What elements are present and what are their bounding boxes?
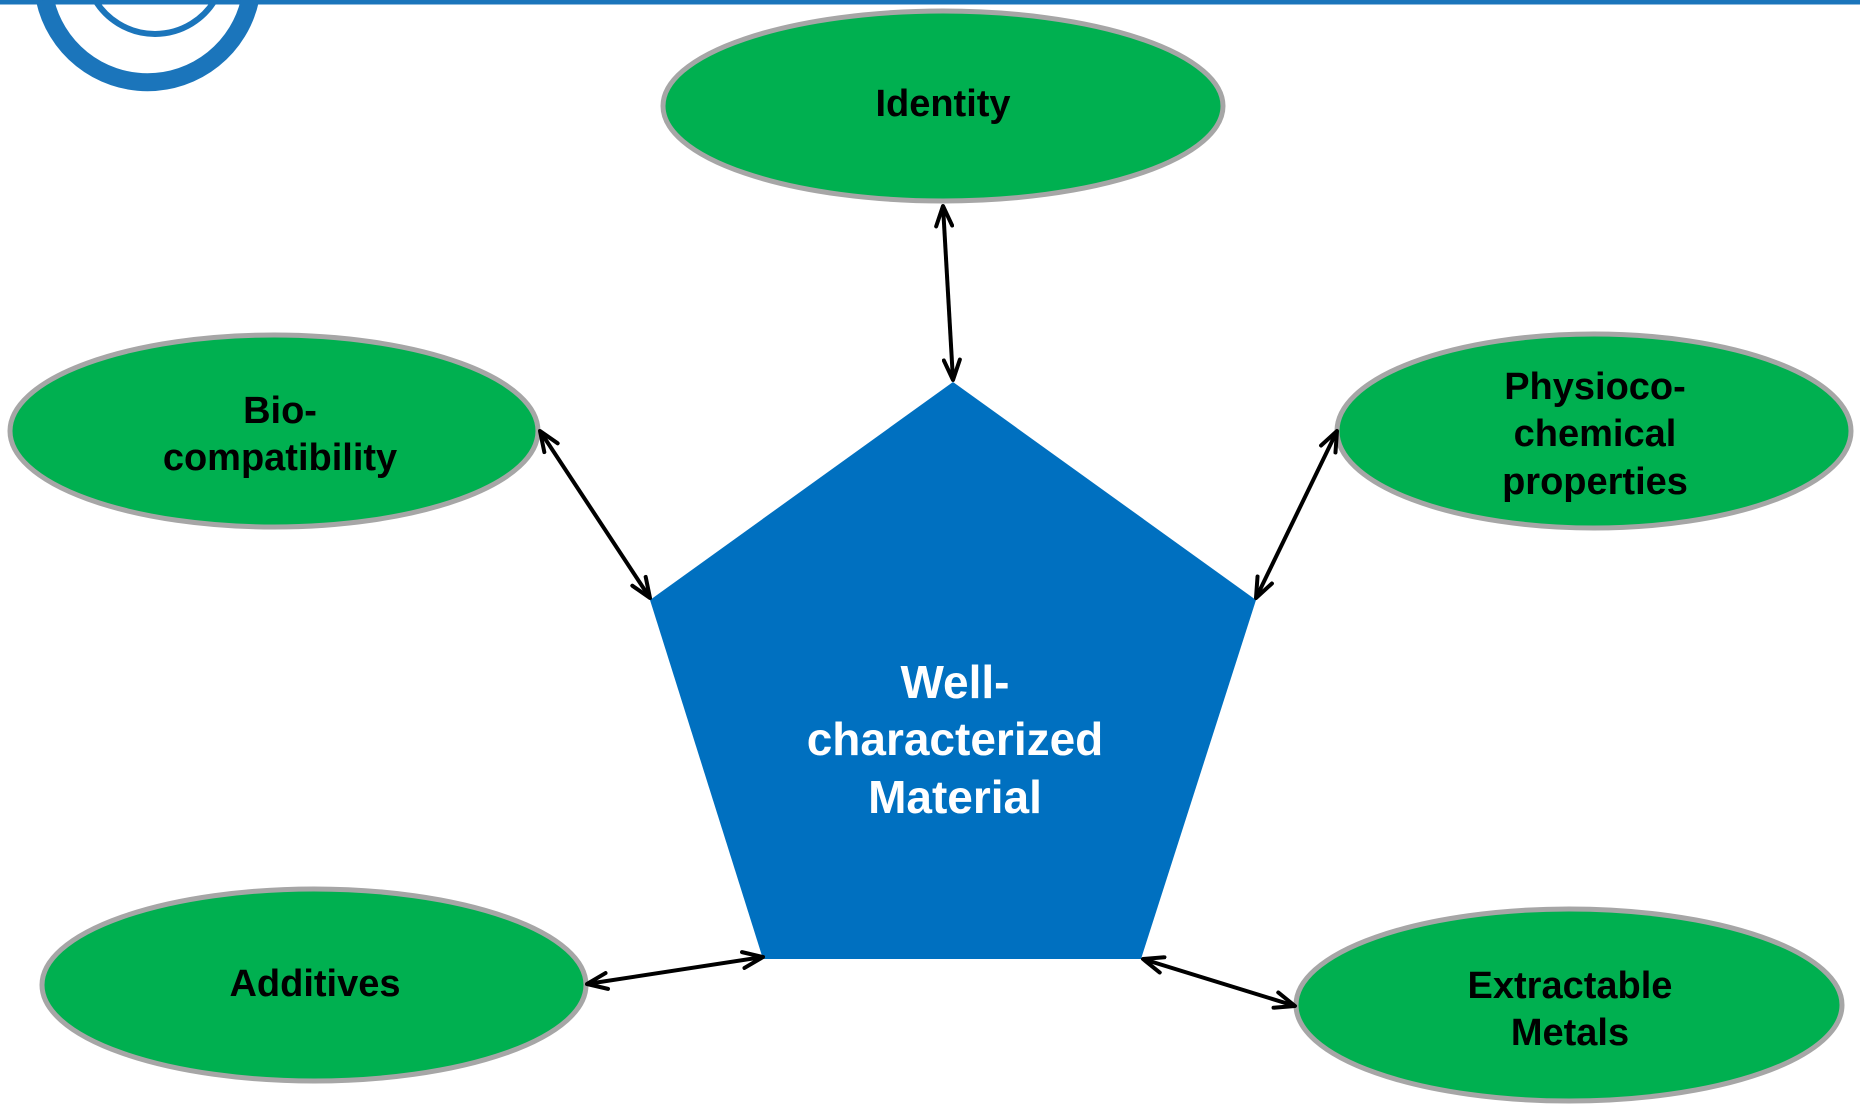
connector-additives <box>585 950 765 991</box>
node-identity-label: Identity <box>875 83 1011 126</box>
connector-physicochemical <box>1254 429 1339 600</box>
logo-icon <box>36 0 259 92</box>
center-pentagon <box>650 382 1256 959</box>
connector-biocompatibility <box>538 429 652 600</box>
connector-extractable-metals <box>1141 955 1297 1010</box>
node-additives-label: Additives <box>229 963 401 1006</box>
center-label: Well- characterized Material <box>806 655 1104 823</box>
node-extractable-metals-label: Extractable Metals <box>1467 964 1673 1055</box>
connector-identity <box>934 204 962 382</box>
node-physicochemical-label: Physioco- chemical properties <box>1502 365 1688 503</box>
node-identity-shape <box>660 8 1226 204</box>
node-biocompatibility-label: Bio- compatibility <box>162 389 398 480</box>
